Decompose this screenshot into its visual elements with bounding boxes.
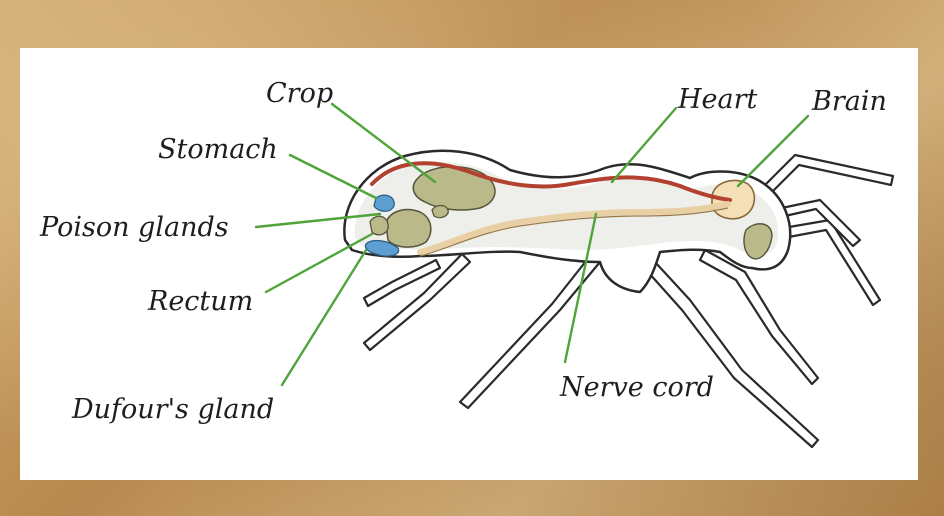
nerve-cord-leader-line	[563, 212, 598, 364]
rectum-leader-line	[264, 232, 374, 294]
label-heart: Heart	[677, 84, 758, 115]
small-gland	[431, 204, 449, 219]
label-crop: Crop	[266, 78, 333, 109]
label-dufours-gland: Dufour's gland	[71, 394, 274, 425]
label-nerve-cord: Nerve cord	[559, 372, 714, 403]
nerve-cord-edge	[419, 207, 729, 257]
label-rectum: Rectum	[147, 286, 253, 317]
label-stomach: Stomach	[158, 134, 278, 165]
rear-short-leg	[362, 258, 442, 308]
poison-gland-blue	[373, 194, 395, 212]
front-leg	[698, 248, 820, 386]
heart-leader-line	[610, 106, 678, 184]
heart-vessel	[370, 161, 732, 202]
stomach-organ	[385, 208, 432, 248]
dufours-gland-leader-line	[280, 248, 368, 387]
stomach-leader-line	[288, 153, 378, 200]
poison-glands-leader-line	[254, 212, 382, 229]
crop-leader-line	[330, 102, 437, 184]
brain-leader-line	[736, 114, 810, 188]
dufours-gland-blue	[364, 239, 400, 257]
rectum-organ	[369, 215, 389, 236]
nerve-cord	[417, 201, 731, 255]
antenna-upper	[758, 153, 895, 198]
leader-lines	[254, 102, 810, 387]
head-gland	[743, 223, 773, 260]
label-brain: Brain	[811, 86, 887, 117]
middle-leg	[646, 260, 820, 449]
label-poison-glands: Poison glands	[39, 212, 229, 243]
